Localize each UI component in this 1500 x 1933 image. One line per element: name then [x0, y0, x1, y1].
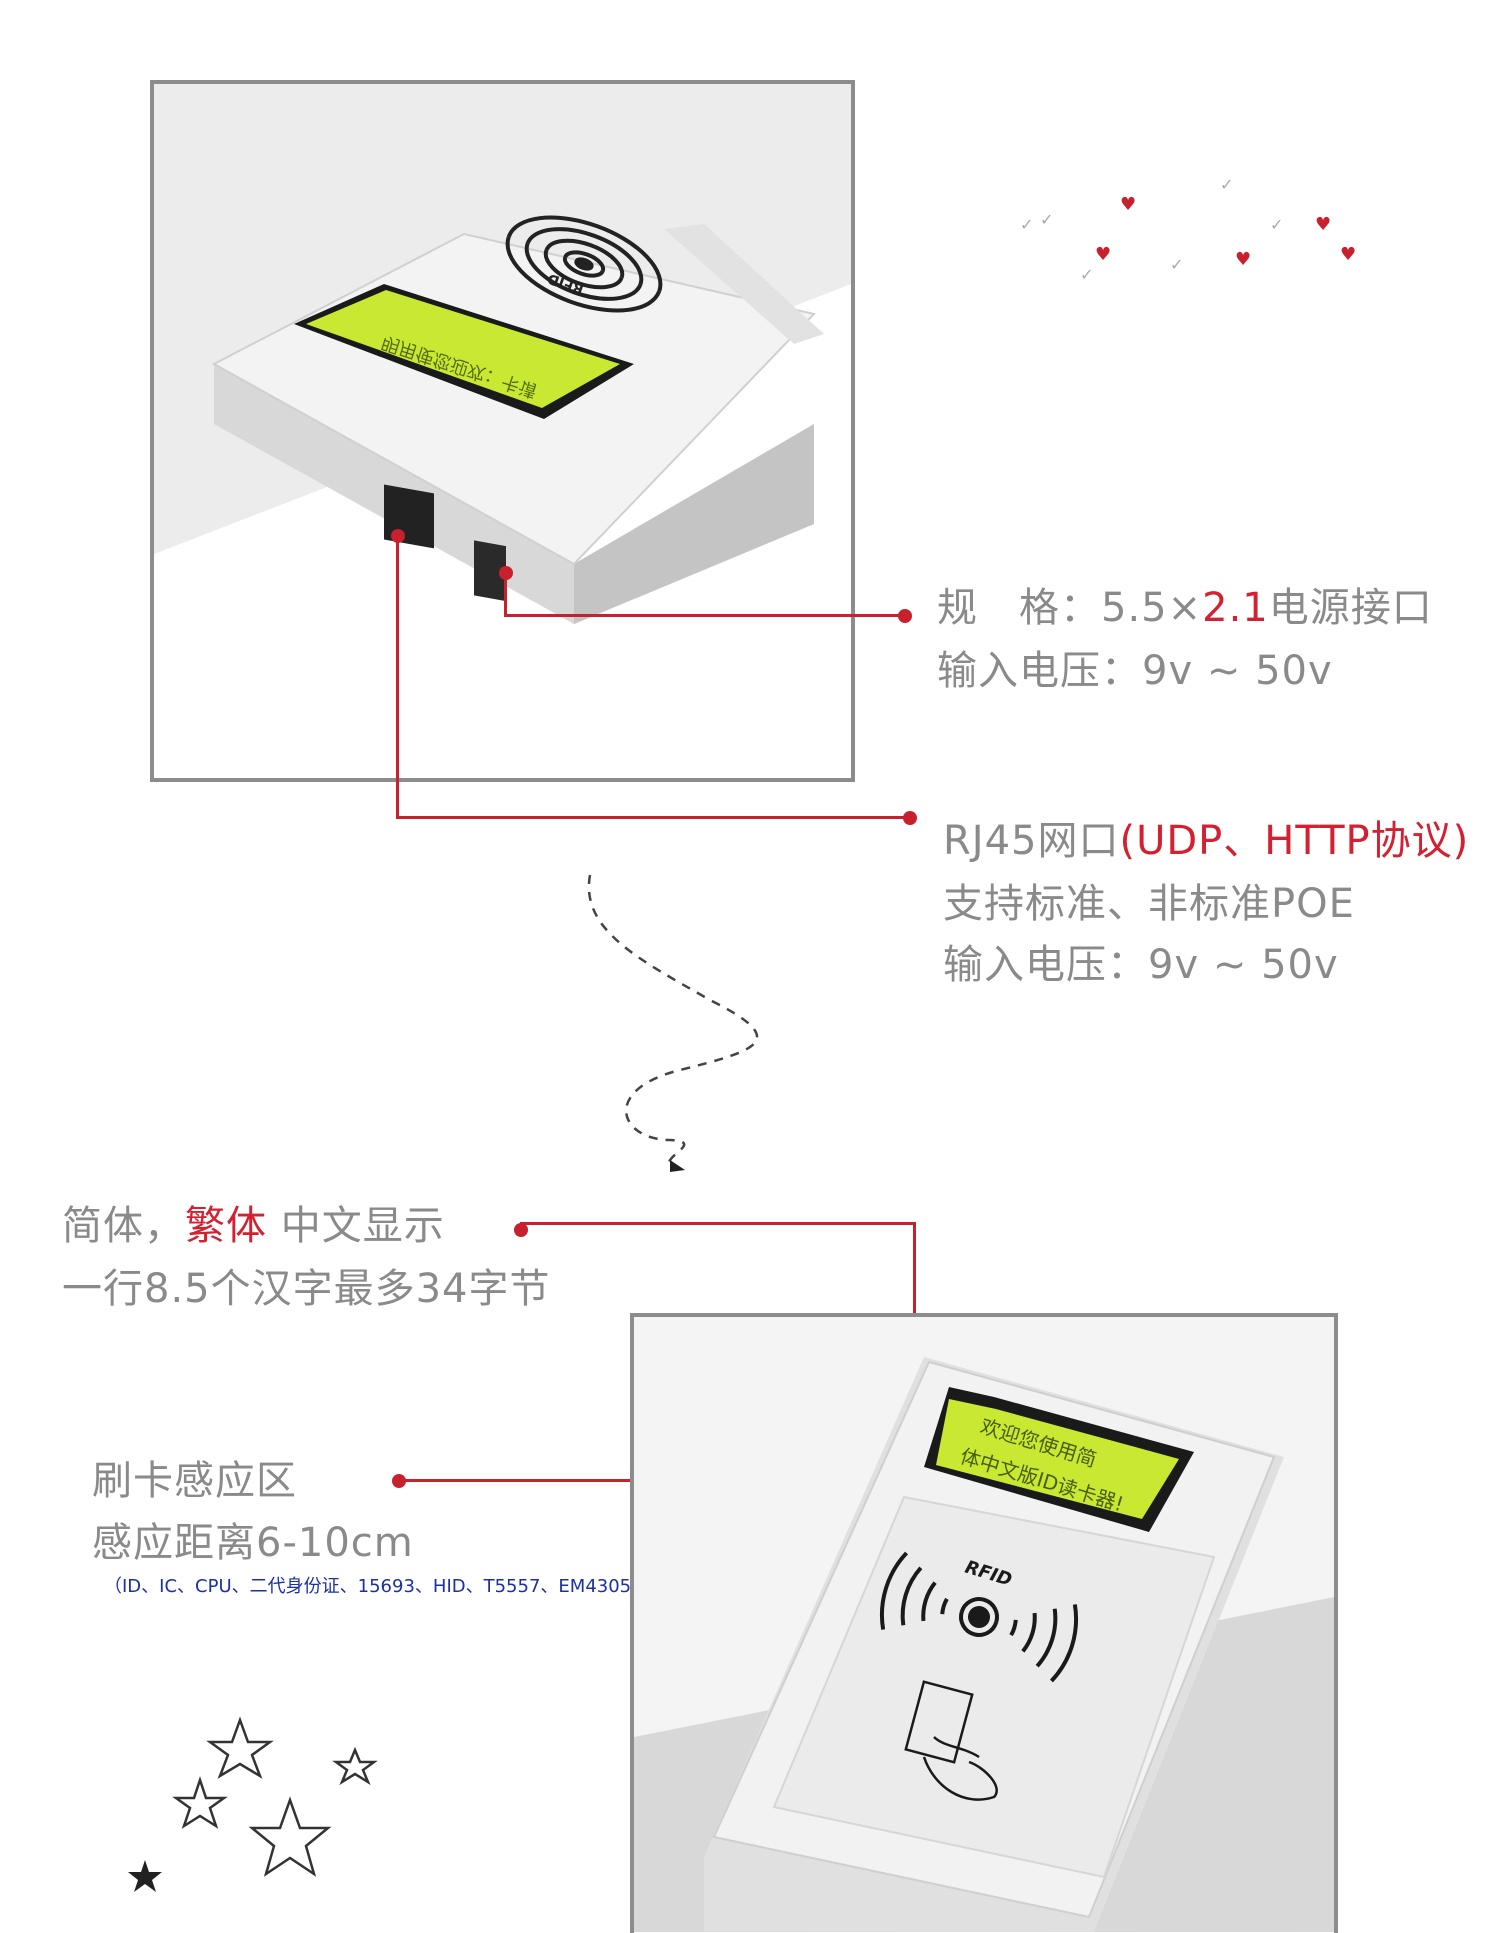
svg-text:♥: ♥ [1095, 244, 1111, 265]
svg-text:✓: ✓ [1020, 215, 1033, 234]
display-spec-line2: 一行8.5个汉字最多34字节 [62, 1266, 551, 1312]
svg-text:✓: ✓ [1220, 175, 1233, 194]
display-spec-line1: 简体，繁体 中文显示 [62, 1203, 445, 1249]
power-spec-line2: 输入电压：9v ~ 50v [937, 648, 1333, 694]
svg-text:♥: ♥ [1315, 214, 1331, 235]
sensing-spec-line1: 刷卡感应区 [92, 1458, 297, 1504]
rj45-spec-line3: 输入电压：9v ~ 50v [943, 942, 1339, 988]
bottom-device-illustration: 欢迎您使用简 体中文版ID读卡器! RFID [634, 1317, 1334, 1932]
sensing-spec-footnote: （ID、IC、CPU、二代身份证、15693、HID、T5557、EM4305等… [104, 1576, 668, 1597]
svg-text:♥: ♥ [1340, 244, 1356, 265]
power-spec-line1: 规 格：5.5×2.1电源接口 [937, 585, 1433, 631]
svg-text:✓: ✓ [1270, 215, 1283, 234]
sensing-spec-line2: 感应距离6-10cm [92, 1520, 414, 1566]
top-device-illustration: 明用使您迎欢：卡请 RFID [154, 84, 851, 778]
star-doodles [128, 1716, 378, 1892]
svg-text:♥: ♥ [1235, 249, 1251, 270]
heart-doodles: ♥ ♥ ♥ ♥ ♥ ✓ ✓ ✓ ✓ ✓ ✓ [1020, 175, 1356, 284]
dashed-arrow-doodle [587, 874, 759, 1172]
svg-text:✓: ✓ [1040, 210, 1053, 229]
rj45-spec-line1: RJ45网口(UDP、HTTP协议) [943, 818, 1470, 864]
rj45-spec-line2: 支持标准、非标准POE [943, 881, 1355, 927]
svg-text:✓: ✓ [1080, 265, 1093, 284]
top-product-photo: 明用使您迎欢：卡请 RFID [150, 80, 855, 782]
bottom-product-photo: 欢迎您使用简 体中文版ID读卡器! RFID [630, 1313, 1338, 1933]
svg-text:✓: ✓ [1170, 255, 1183, 274]
hand-card-icon [904, 1680, 998, 1801]
svg-text:♥: ♥ [1120, 194, 1136, 215]
dc-power-jack [474, 540, 506, 602]
